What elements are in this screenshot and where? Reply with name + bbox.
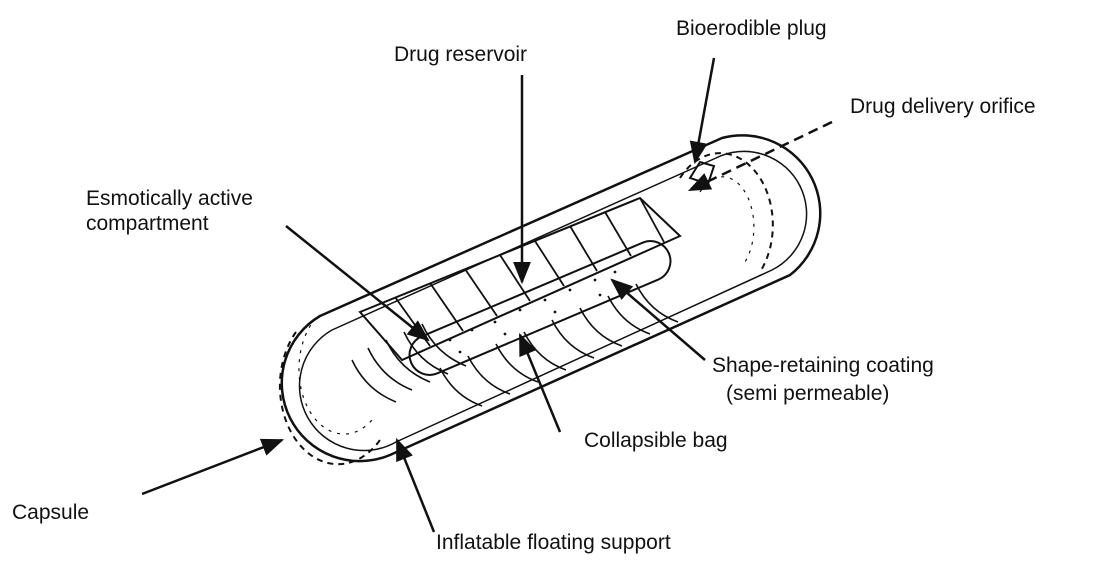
label-osmotic-line1: Esmotically active	[86, 186, 253, 211]
left-end-cap	[280, 332, 380, 464]
label-drug-delivery-orifice: Drug delivery orifice	[850, 94, 1036, 119]
arrow-inflatable-support	[397, 440, 434, 532]
label-capsule: Capsule	[12, 500, 89, 525]
label-shape-line2: (semi permeable)	[726, 381, 889, 406]
label-inflatable-support: Inflatable floating support	[436, 530, 671, 555]
capsule-body	[280, 135, 820, 464]
arrow-capsule	[142, 440, 282, 494]
label-osmotic-line2: compartment	[86, 211, 209, 236]
label-shape-line1: Shape-retaining coating	[712, 353, 934, 378]
label-collapsible-bag: Collapsible bag	[584, 428, 728, 453]
arrow-osmotic-compartment	[286, 226, 428, 340]
label-bioerodible-plug: Bioerodible plug	[676, 16, 827, 41]
compartment-chambers	[395, 198, 664, 346]
label-drug-reservoir: Drug reservoir	[394, 42, 527, 67]
arrow-collapsible-bag	[520, 335, 560, 432]
